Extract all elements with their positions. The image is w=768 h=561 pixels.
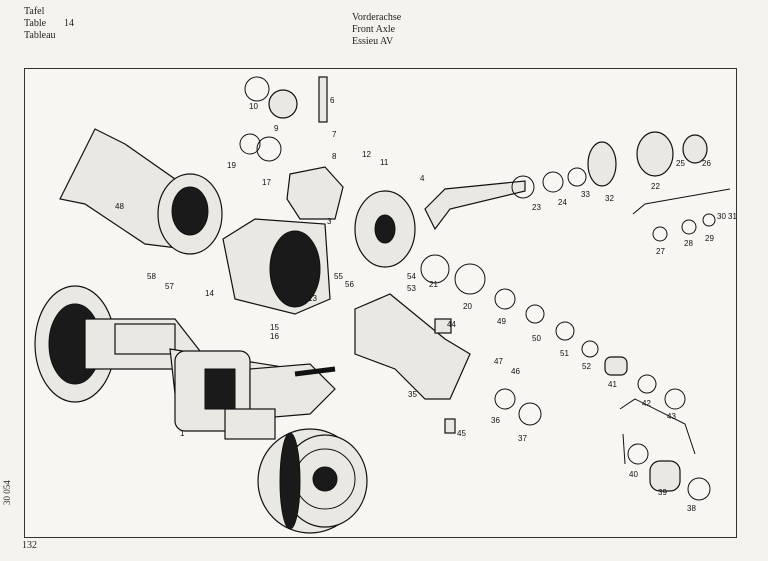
callout: 45 bbox=[457, 429, 466, 438]
page-number: 132 bbox=[22, 540, 37, 551]
callout: 21 bbox=[429, 280, 438, 289]
axle-housing-illustration bbox=[59, 128, 223, 255]
callout: 28 bbox=[684, 239, 693, 248]
callout: 23 bbox=[532, 203, 541, 212]
callout: 33 bbox=[581, 190, 590, 199]
callout: 54 bbox=[407, 272, 416, 281]
callout: 57 bbox=[165, 282, 174, 291]
callout: 20 bbox=[463, 302, 472, 311]
callout: 3 bbox=[327, 217, 332, 226]
callout: 52 bbox=[582, 362, 591, 371]
callout: 9 bbox=[274, 124, 279, 133]
callout: 35 bbox=[408, 390, 417, 399]
differential-housing-illustration bbox=[222, 218, 331, 315]
callout: 42 bbox=[642, 399, 651, 408]
callout: 17 bbox=[262, 178, 271, 187]
axle-assembly-illustration bbox=[34, 285, 368, 534]
callout: 47 bbox=[494, 357, 503, 366]
callout: 24 bbox=[558, 198, 567, 207]
callout: 4 bbox=[420, 174, 425, 183]
callout: 1 bbox=[180, 429, 185, 438]
title-english: Front Axle bbox=[352, 24, 396, 35]
callout: 55 bbox=[334, 272, 343, 281]
callout: 46 bbox=[511, 367, 520, 376]
callout: 12 bbox=[362, 150, 371, 159]
rings-illustration bbox=[239, 76, 716, 501]
callout: 22 bbox=[651, 182, 660, 191]
ring-gear-illustration bbox=[354, 180, 526, 268]
callout: 32 bbox=[605, 194, 614, 203]
callout: 49 bbox=[497, 317, 506, 326]
callout-labels: 1 3 4 6 7 8 9 10 11 12 13 14 15 16 17 19… bbox=[115, 96, 737, 513]
steering-knuckle-illustration bbox=[354, 293, 471, 400]
header-left: Tafel Table 14 Tableau bbox=[24, 6, 74, 42]
callout: 37 bbox=[518, 434, 527, 443]
table-label: Table bbox=[24, 18, 47, 29]
exploded-view-diagram: 1 3 4 6 7 8 9 10 11 12 13 14 15 16 17 19… bbox=[34, 76, 737, 534]
part-3-shape bbox=[286, 166, 344, 220]
callout: 50 bbox=[532, 334, 541, 343]
callout: 40 bbox=[629, 470, 638, 479]
callout: 7 bbox=[332, 130, 337, 139]
callout: 13 bbox=[308, 294, 317, 303]
side-code: 30 054 bbox=[2, 480, 12, 505]
callout: 41 bbox=[608, 380, 617, 389]
callout: 26 bbox=[702, 159, 711, 168]
callout: 58 bbox=[147, 272, 156, 281]
callout: 56 bbox=[345, 280, 354, 289]
title-french: Essieu AV bbox=[352, 36, 394, 47]
callout: 31 bbox=[728, 212, 736, 221]
callout: 43 bbox=[667, 412, 676, 421]
header-title: Vorderachse Front Axle Essieu AV bbox=[352, 12, 401, 48]
callout: 25 bbox=[676, 159, 685, 168]
table-number: 14 bbox=[64, 18, 74, 29]
callout: 10 bbox=[249, 102, 258, 111]
callout: 51 bbox=[560, 349, 569, 358]
callout: 44 bbox=[447, 320, 456, 329]
callout: 39 bbox=[658, 488, 667, 497]
callout: 8 bbox=[332, 152, 337, 161]
callout: 16 bbox=[270, 332, 279, 341]
callout: 19 bbox=[227, 161, 236, 170]
tafel-label: Tafel bbox=[24, 6, 45, 17]
callout: 27 bbox=[656, 247, 665, 256]
callout: 14 bbox=[205, 289, 214, 298]
callout: 36 bbox=[491, 416, 500, 425]
callout: 15 bbox=[270, 323, 279, 332]
callout: 11 bbox=[380, 158, 389, 167]
callout: 38 bbox=[687, 504, 696, 513]
callout: 30 bbox=[717, 212, 726, 221]
callout: 48 bbox=[115, 202, 124, 211]
callout: 6 bbox=[330, 96, 335, 105]
diagram-frame: 1 3 4 6 7 8 9 10 11 12 13 14 15 16 17 19… bbox=[24, 68, 737, 538]
title-german: Vorderachse bbox=[352, 12, 402, 23]
tableau-label: Tableau bbox=[24, 30, 56, 41]
hub-illustration bbox=[587, 131, 708, 187]
callout: 29 bbox=[705, 234, 714, 243]
callout: 53 bbox=[407, 284, 416, 293]
